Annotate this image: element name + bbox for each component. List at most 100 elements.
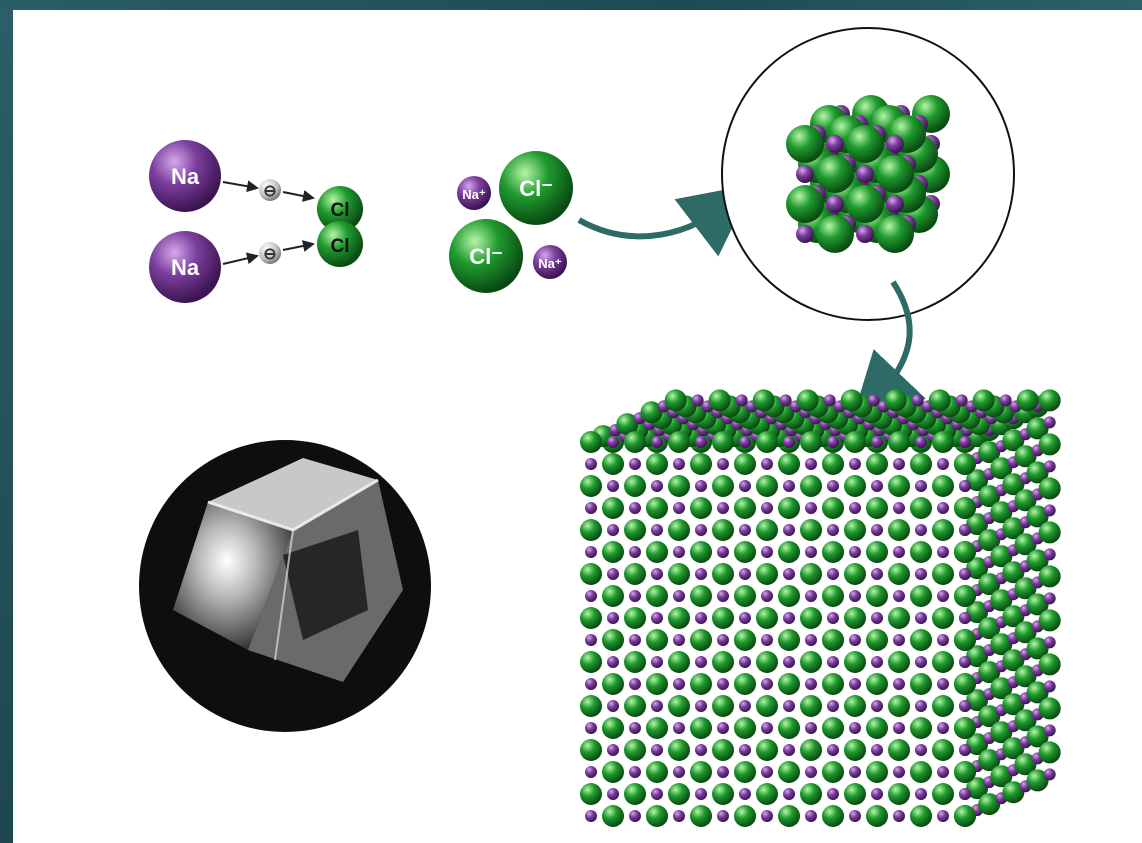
chloride-ion xyxy=(646,717,668,739)
sodium-ion xyxy=(629,678,641,690)
sodium-ion xyxy=(651,568,663,580)
sodium-ion xyxy=(717,502,729,514)
sodium-ion xyxy=(651,656,663,668)
sodium-ion xyxy=(893,590,905,602)
sodium-ion xyxy=(651,480,663,492)
sodium-ion xyxy=(867,394,880,407)
chloride-ion xyxy=(668,431,690,453)
sodium-ion xyxy=(761,722,773,734)
chloride-ion xyxy=(668,475,690,497)
chlorine-atom-lower xyxy=(317,221,363,267)
sodium-ion xyxy=(827,480,839,492)
sodium-ion xyxy=(695,568,707,580)
electron-transfer-group: Na Na ⊖ ⊖ Cl Cl xyxy=(149,140,363,303)
sodium-ion xyxy=(783,524,795,536)
salt-crystal-face-top xyxy=(208,458,378,530)
chloride-ion xyxy=(1026,681,1049,704)
chloride-ion xyxy=(624,563,646,585)
sodium-ion xyxy=(761,502,773,514)
sodium-ion xyxy=(915,436,927,448)
chloride-ion xyxy=(668,519,690,541)
sodium-ion xyxy=(915,612,927,624)
sodium-ion xyxy=(607,436,619,448)
sodium-ion xyxy=(783,568,795,580)
slide-canvas: Na Na ⊖ ⊖ Cl Cl Na⁺ Cl⁻ Cl⁻ Na⁺ xyxy=(13,10,1142,843)
sodium-ion xyxy=(673,546,685,558)
chloride-ion xyxy=(1038,741,1061,764)
sodium-ion xyxy=(673,590,685,602)
chloride-ion xyxy=(888,519,910,541)
sodium-ion xyxy=(915,480,927,492)
chloride-ion xyxy=(888,695,910,717)
chloride-ion xyxy=(1038,521,1061,544)
chloride-ion xyxy=(990,633,1013,656)
chloride-ion xyxy=(910,629,932,651)
chloride-ion xyxy=(752,389,775,412)
chloride-ion xyxy=(866,453,888,475)
sodium-ion-upper xyxy=(457,176,491,210)
electron-bottom-symbol: ⊖ xyxy=(263,246,276,263)
salt-crystal-edge-vertical xyxy=(274,529,294,661)
sodium-ion xyxy=(739,612,751,624)
sodium-ion xyxy=(629,502,641,514)
sodium-ion xyxy=(629,810,641,822)
chloride-ion xyxy=(822,585,844,607)
chloride-ion xyxy=(966,513,989,536)
chloride-ion xyxy=(778,453,800,475)
sodium-ion xyxy=(651,612,663,624)
sodium-ion xyxy=(673,722,685,734)
chloride-ion xyxy=(866,629,888,651)
sodium-ion xyxy=(959,744,971,756)
chloride-ion xyxy=(734,497,756,519)
chloride-ion xyxy=(844,783,866,805)
sodium-ion xyxy=(959,788,971,800)
salt-crystal-dark-core xyxy=(283,530,368,640)
slide-top-border xyxy=(0,0,1142,10)
chloride-ion xyxy=(712,475,734,497)
chloride-ion xyxy=(602,585,624,607)
sodium-ion xyxy=(691,394,704,407)
chloride-ion xyxy=(822,761,844,783)
sodium-ion xyxy=(739,436,751,448)
sodium-ion xyxy=(585,590,597,602)
chloride-ion xyxy=(624,475,646,497)
sodium-ion xyxy=(717,458,729,470)
chloride-ion xyxy=(580,563,602,585)
chloride-ion xyxy=(1014,621,1037,644)
chloride-ion xyxy=(712,783,734,805)
arrow-to-lattice-cell xyxy=(577,184,754,257)
chloride-ion xyxy=(866,717,888,739)
chloride-ion xyxy=(910,453,932,475)
chloride-ion xyxy=(624,519,646,541)
sodium-ion-upper-label: Na⁺ xyxy=(462,187,486,202)
chloride-ion xyxy=(990,545,1013,568)
chloride-ion xyxy=(624,651,646,673)
chloride-ion-lower xyxy=(449,219,523,293)
sodium-ion xyxy=(673,502,685,514)
sodium-ion xyxy=(695,656,707,668)
chloride-ion xyxy=(884,389,907,412)
chloride-ion xyxy=(690,761,712,783)
chloride-ion xyxy=(778,585,800,607)
chloride-ion xyxy=(580,783,602,805)
sodium-ion xyxy=(805,766,817,778)
chloride-ion xyxy=(778,673,800,695)
sodium-ion xyxy=(585,634,597,646)
chloride-ion xyxy=(1014,445,1037,468)
chloride-ion xyxy=(646,585,668,607)
sodium-ion xyxy=(607,700,619,712)
chloride-ion xyxy=(1038,697,1061,720)
sodium-ion xyxy=(893,766,905,778)
chloride-ion xyxy=(990,457,1013,480)
chloride-ion xyxy=(866,673,888,695)
sodium-ion xyxy=(805,546,817,558)
salt-crystal-face-left xyxy=(173,502,293,650)
chloride-ion xyxy=(580,519,602,541)
chlorine-atom-upper xyxy=(317,186,363,232)
chloride-ion xyxy=(624,739,646,761)
chloride-ion xyxy=(602,673,624,695)
sodium-ion xyxy=(1043,504,1056,517)
sodium-ion xyxy=(651,788,663,800)
chloride-ion xyxy=(954,761,976,783)
sodium-ion xyxy=(607,480,619,492)
